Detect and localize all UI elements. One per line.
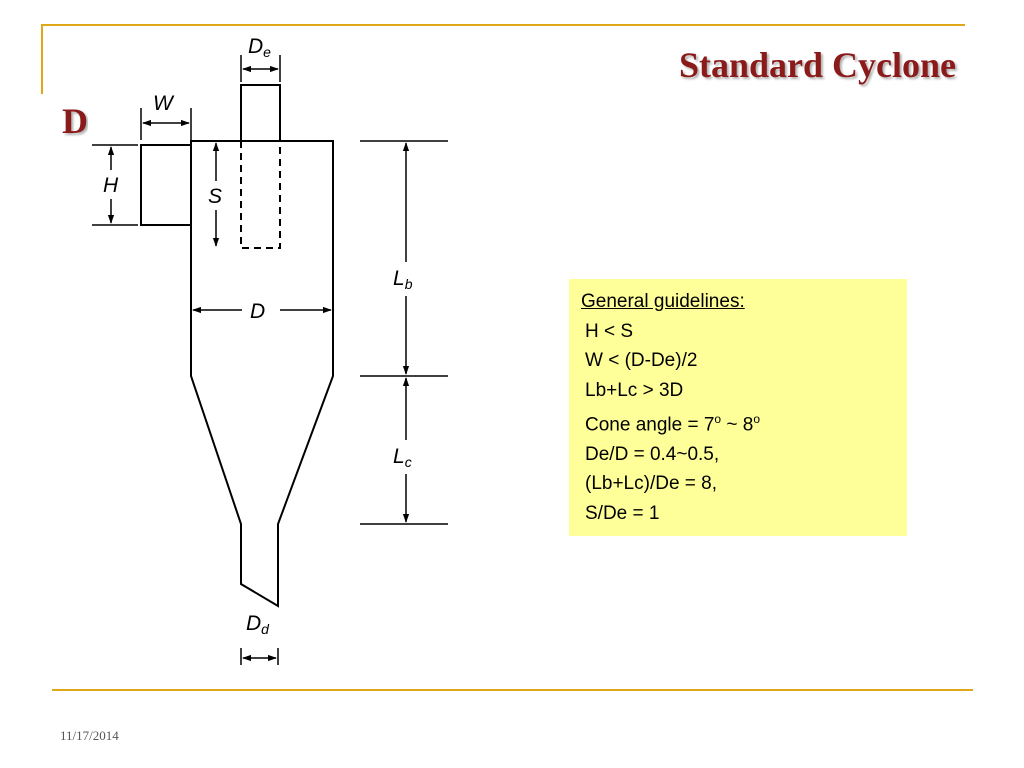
guideline-item: W < (D-De)/2: [585, 350, 698, 371]
label-S: S: [208, 185, 222, 208]
guideline-item: De/D = 0.4~0.5,: [585, 443, 720, 465]
label-D: D: [250, 300, 265, 323]
slide-date: 11/17/2014: [60, 728, 119, 743]
frame-left-line: [41, 24, 43, 94]
inlet-duct: [140, 144, 191, 226]
guidelines-box: General guidelines: H < S W < (D-De)/2 L…: [569, 279, 907, 536]
cyclone-body: [190, 140, 334, 608]
label-W: W: [153, 92, 175, 115]
label-De: De: [248, 35, 271, 60]
guideline-item: Lb+Lc > 3D: [585, 379, 684, 401]
label-Lb: Lb: [393, 267, 413, 292]
partially-hidden-heading: D: [62, 101, 88, 141]
guideline-item: H < S: [585, 320, 634, 342]
frame-top-line: [43, 24, 965, 26]
label-Dd: Dd: [246, 612, 270, 637]
label-Lc: Lc: [393, 445, 412, 470]
guideline-item-cone-angle: Cone angle = 7o ~ 8o: [585, 412, 761, 436]
guideline-item: (Lb+Lc)/De = 8,: [585, 473, 718, 495]
label-H: H: [103, 174, 119, 197]
guideline-item: S/De = 1: [585, 502, 660, 524]
guidelines-heading: General guidelines:: [581, 291, 745, 312]
vortex-finder-inner: [240, 141, 281, 249]
vortex-finder-outer: [240, 84, 281, 142]
slide-title: Standard Cyclone: [678, 45, 956, 85]
frame-bottom-line: [52, 689, 973, 691]
